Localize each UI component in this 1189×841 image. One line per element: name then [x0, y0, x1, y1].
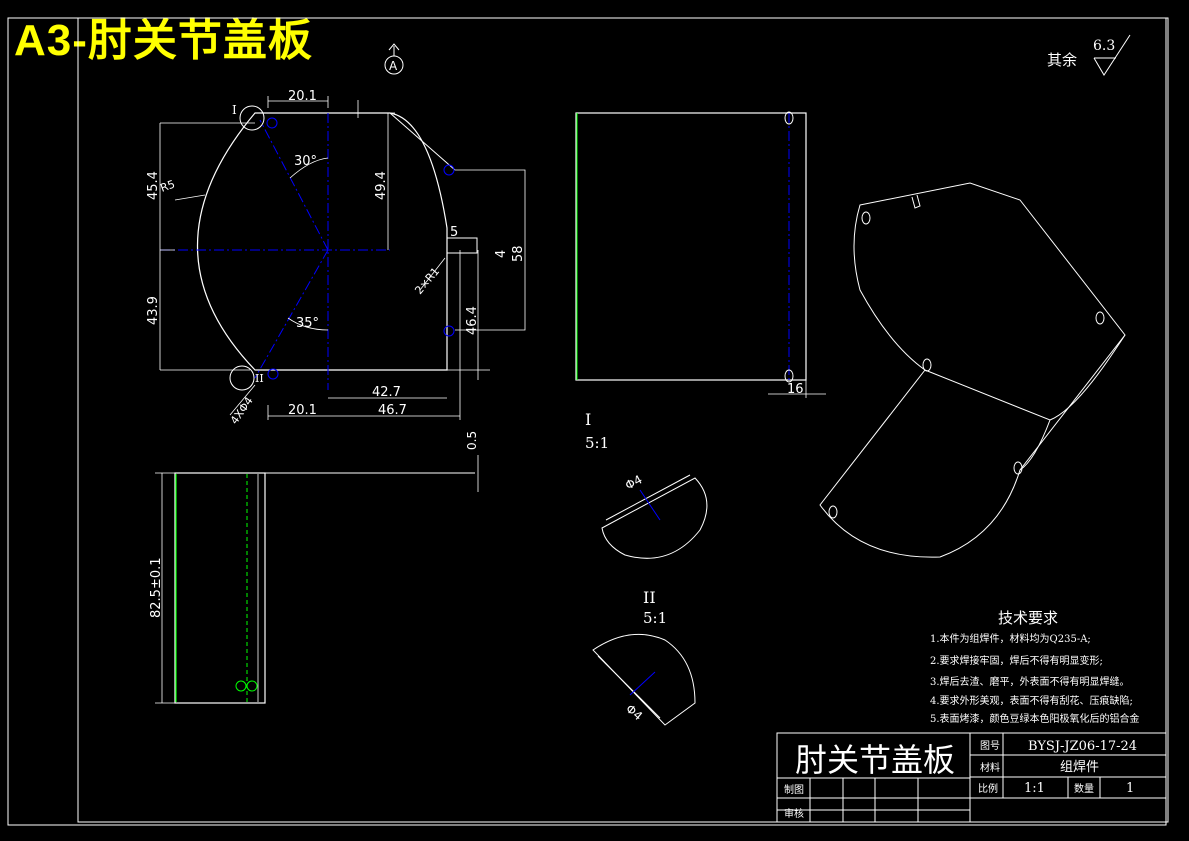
dim-43-9: 43.9 — [146, 296, 161, 325]
datum-letter: A — [389, 59, 398, 73]
title-block-material-label: 材料 — [980, 761, 1000, 774]
detail-I-scale: 5:1 — [585, 434, 609, 452]
marker-I: I — [232, 103, 237, 117]
detail-II-scale: 5:1 — [643, 609, 667, 627]
drawing-banner-title: A3-肘关节盖板 — [14, 16, 313, 65]
isometric-view — [819, 182, 1126, 558]
title-block-scale-label: 比例 — [978, 782, 998, 795]
dim-angle-30: 30° — [294, 154, 317, 169]
dim-20-1-bottom: 20.1 — [288, 403, 317, 418]
dim-58: 58 — [511, 245, 526, 262]
tech-req-item-2: 2.要求焊接牢固，焊后不得有明显变形; — [930, 654, 1103, 667]
title-block-material: 组焊件 — [1060, 759, 1099, 775]
front-view: 20.1 45.4 43.9 49.4 5 4 58 46.4 42.7 46.… — [146, 89, 526, 427]
dim-45-4: 45.4 — [146, 171, 161, 200]
title-block-quantity: 1 — [1126, 781, 1134, 796]
dim-46-7: 46.7 — [378, 403, 407, 418]
roughness-symbol: 其余 6.3 — [1047, 34, 1131, 76]
title-block-part-name: 肘关节盖板 — [795, 741, 955, 779]
dim-42-7: 42.7 — [372, 385, 401, 400]
roughness-value: 6.3 — [1093, 38, 1115, 54]
tech-req-item-3: 3.焊后去渣、磨平，外表面不得有明显焊缝。 — [930, 675, 1130, 688]
inner-border — [77, 17, 1169, 823]
detail-I-hole: Φ4 — [623, 472, 645, 492]
title-block — [776, 732, 1167, 823]
dim-angle-35: 35° — [296, 316, 319, 331]
section-view: 0.5 82.5±0.1 — [149, 431, 479, 704]
tech-req-item-1: 1.本件为组焊件，材料均为Q235-A; — [930, 632, 1091, 645]
title-block-checked-label: 审核 — [784, 807, 804, 820]
dim-4: 4 — [494, 250, 509, 258]
dim-82-5: 82.5±0.1 — [149, 557, 164, 618]
tech-req-title: 技术要求 — [998, 609, 1058, 627]
technical-requirements: 技术要求 1.本件为组焊件，材料均为Q235-A; 2.要求焊接牢固，焊后不得有… — [930, 609, 1140, 725]
dim-49-4: 49.4 — [374, 171, 389, 200]
detail-II-label: II — [643, 588, 656, 607]
dim-r5: R5 — [159, 178, 177, 195]
side-view: 16 — [575, 111, 826, 398]
detail-I-label: I — [585, 410, 591, 429]
dim-16: 16 — [787, 382, 804, 397]
dim-20-1-top: 20.1 — [288, 89, 317, 104]
dim-2xr1: 2×R1 — [412, 265, 442, 297]
title-block-scale: 1:1 — [1024, 781, 1045, 796]
detail-II-hole: Φ4 — [623, 702, 645, 724]
detail-view-II: II 5:1 Φ4 — [592, 588, 696, 726]
detail-view-I: I 5:1 Φ4 — [585, 410, 708, 559]
title-block-quantity-label: 数量 — [1074, 782, 1094, 795]
marker-II: II — [255, 372, 264, 385]
roughness-label: 其余 — [1047, 51, 1077, 69]
tech-req-item-5: 5.表面烤漆，颜色豆绿本色阳极氧化后的铝合金 — [930, 712, 1140, 725]
title-block-drawing-no-label: 图号 — [980, 740, 1000, 752]
dim-0-5: 0.5 — [465, 431, 479, 450]
title-block-drawing-no: BYSJ-JZ06-17-24 — [1028, 739, 1137, 754]
dim-4xphi4: 4XΦ4 — [228, 395, 256, 427]
tech-req-item-4: 4.要求外形美观，表面不得有刮花、压痕缺陷; — [930, 694, 1133, 707]
dim-46-4: 46.4 — [465, 306, 480, 335]
datum-marker: A — [384, 43, 404, 75]
dim-5: 5 — [450, 225, 458, 240]
title-block-drawn-label: 制图 — [784, 783, 804, 796]
